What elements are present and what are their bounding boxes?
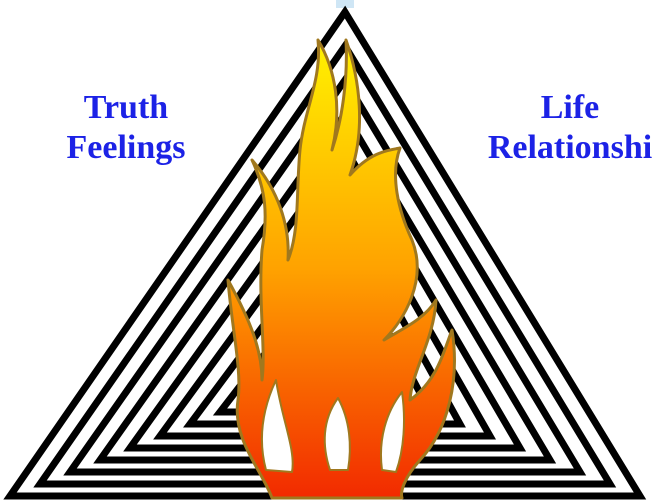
label-feelings: Feelings bbox=[52, 128, 200, 168]
flame-icon bbox=[228, 40, 454, 498]
left-labels: Truth Feelings bbox=[52, 88, 200, 168]
label-truth: Truth bbox=[52, 88, 200, 128]
label-relationships: Relationshi bbox=[470, 128, 652, 168]
label-life: Life bbox=[470, 88, 652, 128]
right-labels: Life Relationshi bbox=[470, 88, 652, 168]
